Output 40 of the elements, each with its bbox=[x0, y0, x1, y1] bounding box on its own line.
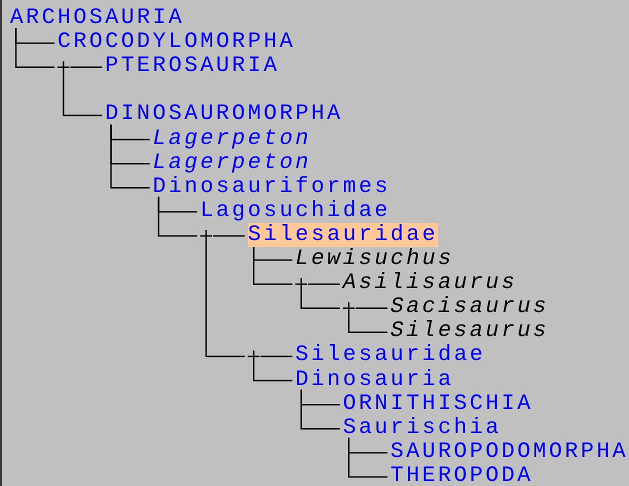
tree-branch bbox=[348, 314, 388, 334]
tree-branch bbox=[300, 290, 340, 309]
tree-branch bbox=[158, 196, 198, 237]
taxon-name: SAUROPODOMORPHA bbox=[390, 440, 628, 464]
taxon-name: Dinosauriformes bbox=[152, 174, 390, 199]
junction-plus bbox=[200, 229, 213, 243]
taxon-name: Saurischia bbox=[342, 416, 502, 440]
tree-branch bbox=[213, 235, 245, 237]
taxon-name: Silesauridae bbox=[248, 222, 438, 247]
tree-branch bbox=[252, 362, 292, 382]
tree-branch bbox=[205, 242, 245, 358]
taxon-name: ORNITHISCHIA bbox=[342, 392, 534, 416]
tree-branch bbox=[300, 390, 340, 430]
junction-plus bbox=[56, 60, 70, 74]
tree-branch bbox=[308, 283, 340, 285]
taxon-name: Dinosauria bbox=[295, 368, 454, 392]
taxon-name: ARCHOSAURIA bbox=[10, 6, 184, 30]
taxon-name: Lagosuchidae bbox=[200, 198, 390, 223]
taxon-name: Lewisuchus bbox=[295, 247, 454, 272]
taxon-name: Lagerpeton bbox=[152, 126, 312, 151]
tree-branch bbox=[62, 73, 102, 116]
tree-branch bbox=[15, 28, 55, 68]
tree-branch bbox=[110, 124, 150, 188]
taxon-name: Lagerpeton bbox=[152, 150, 312, 175]
taxon-name: PTEROSAURIA bbox=[105, 54, 280, 78]
taxon-name: Silesauridae bbox=[295, 343, 486, 368]
junction-plus bbox=[247, 350, 260, 364]
junction-plus bbox=[342, 302, 356, 315]
taxon-name: Silesaurus bbox=[390, 319, 549, 344]
taxon-name: DINOSAUROMORPHA bbox=[105, 102, 343, 126]
tree-branch bbox=[70, 66, 102, 68]
taxon-name: Asilisaurus bbox=[342, 271, 518, 296]
taxon-name: THEROPODA bbox=[390, 464, 534, 486]
tree-branch bbox=[348, 438, 388, 478]
tree-branch bbox=[260, 356, 292, 358]
taxon-name: Sacisaurus bbox=[390, 295, 549, 320]
taxon-name: CROCODYLOMORPHA bbox=[58, 30, 296, 54]
tree-branch bbox=[356, 308, 388, 309]
junction-plus bbox=[294, 277, 308, 291]
tree-branch bbox=[252, 245, 292, 285]
